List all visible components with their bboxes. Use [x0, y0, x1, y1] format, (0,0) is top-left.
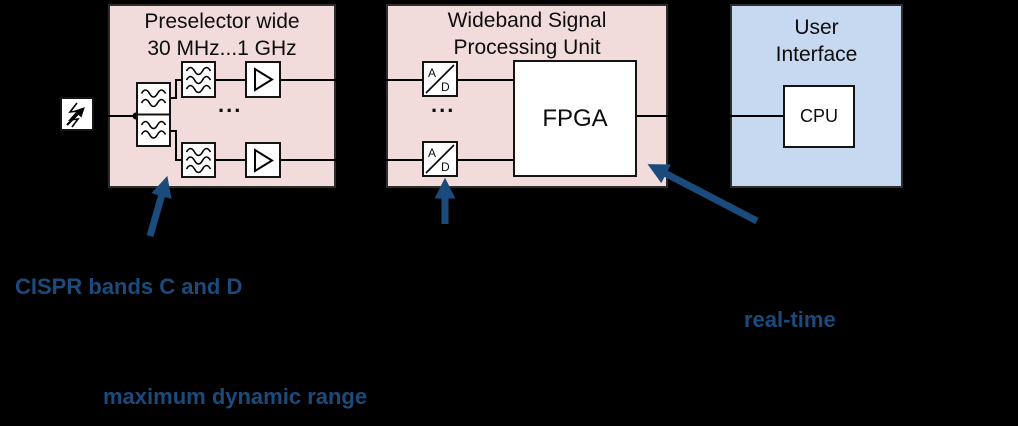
- preselector-ellipsis: ...: [218, 92, 243, 117]
- cpu-label: CPU: [799, 106, 838, 126]
- adc-a-label: A: [428, 66, 436, 80]
- fpga-box: FPGA: [513, 60, 637, 177]
- amplifier-icon: [245, 142, 281, 178]
- user-interface-title-line2: Interface: [775, 43, 858, 66]
- annotation-dynamic-range: maximum dynamic range: [103, 384, 368, 409]
- filter-icon: [136, 113, 171, 147]
- preselector-title-line1: Preselector wide: [144, 10, 300, 33]
- adc-icon: A D: [422, 61, 458, 97]
- annotation-realtime: real-time: [744, 307, 836, 332]
- filter-icon: [136, 82, 171, 116]
- antenna-icon: [60, 97, 94, 131]
- filter-icon: [181, 61, 216, 98]
- fpga-label: FPGA: [542, 104, 608, 132]
- wideband-title-line2: Processing Unit: [453, 36, 601, 59]
- adc-d-label: D: [441, 80, 450, 94]
- cpu-box: CPU: [783, 85, 855, 148]
- signal-lines: [93, 79, 783, 161]
- user-interface-title-line1: User: [794, 16, 839, 39]
- user-interface-title: User Interface: [730, 14, 903, 68]
- adc-d-label: D: [441, 160, 450, 174]
- adc-icon: A D: [422, 141, 458, 177]
- annotation-cispr-bands: CISPR bands C and D: [15, 274, 243, 299]
- wideband-ellipsis: ...: [431, 92, 456, 117]
- wideband-title-line1: Wideband Signal: [447, 9, 607, 32]
- filter-icon: [181, 142, 216, 178]
- wideband-title: Wideband Signal Processing Unit: [386, 7, 668, 61]
- cispr-arrow: [146, 175, 172, 237]
- adc-a-label: A: [428, 146, 436, 160]
- amplifier-icon: [245, 61, 281, 98]
- preselector-title: Preselector wide 30 MHz...1 GHz: [108, 8, 336, 62]
- preselector-title-line2: 30 MHz...1 GHz: [147, 37, 297, 60]
- realtime-arrow: [647, 164, 759, 225]
